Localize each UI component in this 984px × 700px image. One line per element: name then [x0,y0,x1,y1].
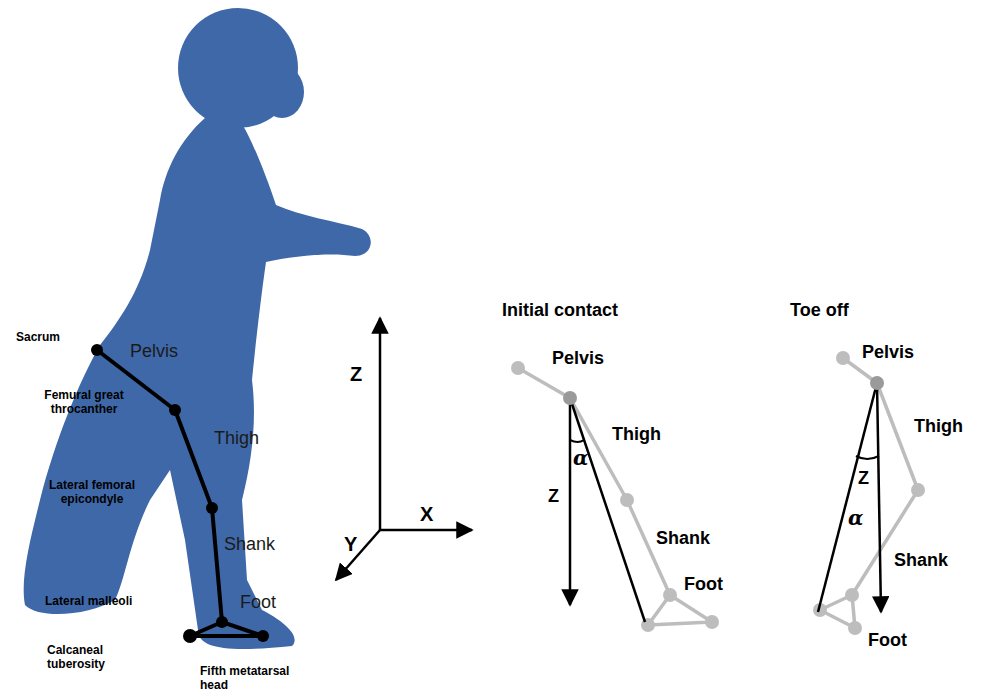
segment-label: Shank [656,528,710,550]
segment-label: Pelvis [552,348,604,370]
landmark-label: Calcaneal tuberosity [47,643,119,672]
segment-label: Foot [684,574,723,596]
axis-label: X [420,502,433,526]
landmark-label: Fifth metatarsal head [200,664,310,693]
segment-label: Foot [868,630,907,652]
segment-label: Shank [894,550,948,572]
phase-title: Initial contact [502,300,618,322]
phase-title: Toe off [790,300,849,322]
segment-label: Foot [240,592,276,614]
landmark-label: Sacrum [16,330,60,344]
landmark-label: Lateral femoral epicondyle [40,478,144,507]
angle-label: α [573,446,588,470]
axis-label: Z [350,362,362,386]
segment-label: Thigh [914,416,963,438]
segment-label: Thigh [612,424,661,446]
axis-label: Y [344,532,357,556]
segment-label: Thigh [214,428,259,450]
segment-label: Pelvis [862,342,914,364]
toe-off-model [813,351,925,635]
segment-label: Shank [224,534,275,556]
landmark-label: Lateral malleoli [45,594,132,608]
child-silhouette [24,8,371,649]
axis-label: Z [548,486,559,508]
axis-label: Z [858,468,869,490]
segment-label: Pelvis [130,341,178,363]
landmark-label: Femural great throcanther [36,388,132,417]
axes [336,318,472,580]
angle-label: α [848,506,863,530]
